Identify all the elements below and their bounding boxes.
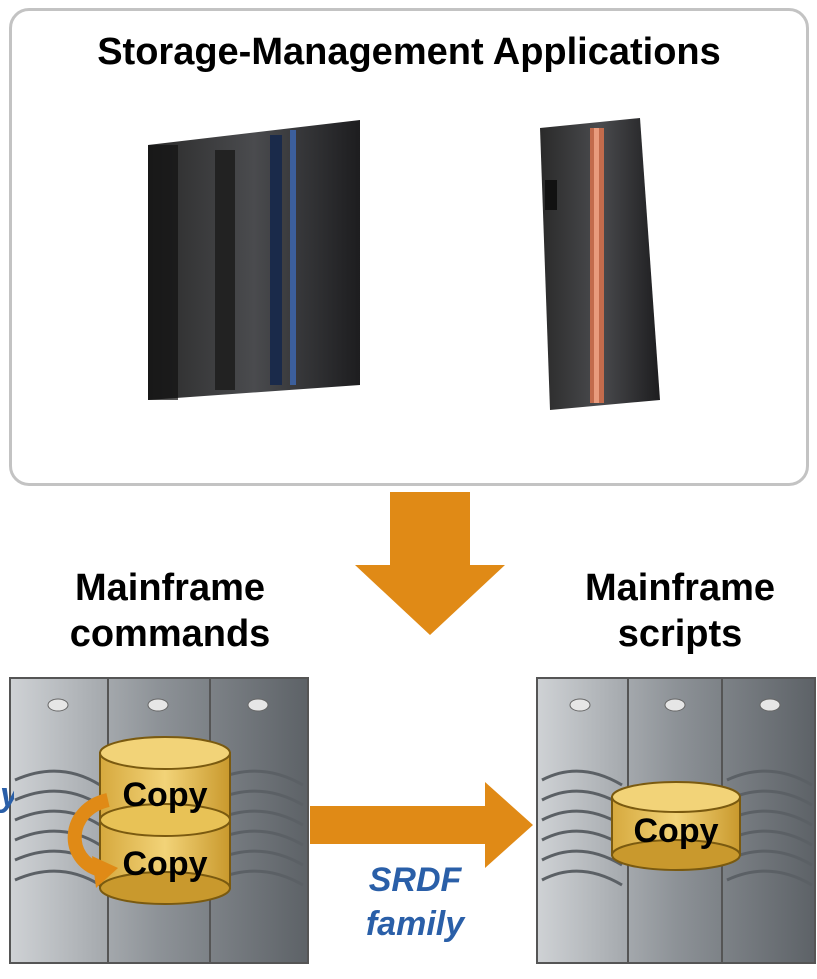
disk-bottom-label: Copy: [122, 845, 208, 883]
srdf-family-label: SRDF family: [340, 858, 490, 946]
right-label-line2: scripts: [617, 613, 743, 655]
copy-cycle-arrow: [67, 793, 111, 877]
srdf-line2: family: [365, 905, 465, 943]
storage-apps-panel: Storage-Management Applications: [9, 8, 809, 486]
srdf-line1: SRDF: [368, 861, 462, 899]
disk-stack-left: [99, 736, 231, 905]
disk-right: [611, 781, 741, 871]
left-label-line1: Mainframe: [74, 567, 266, 609]
cut-off-text: y: [0, 776, 14, 815]
right-label-line1: Mainframe: [584, 567, 776, 609]
right-array-label: Mainframe scripts: [560, 565, 800, 657]
disk-right-label: Copy: [633, 812, 719, 850]
down-arrow: [355, 492, 505, 635]
left-label-line2: commands: [69, 613, 271, 655]
panel-title: Storage-Management Applications: [97, 31, 721, 73]
srdf-arrow: [310, 782, 533, 868]
mainframe-server-right-image: [540, 118, 660, 410]
disk-top-label: Copy: [122, 776, 208, 814]
left-array-label: Mainframe commands: [50, 565, 290, 657]
mainframe-server-left-image: [148, 120, 360, 400]
